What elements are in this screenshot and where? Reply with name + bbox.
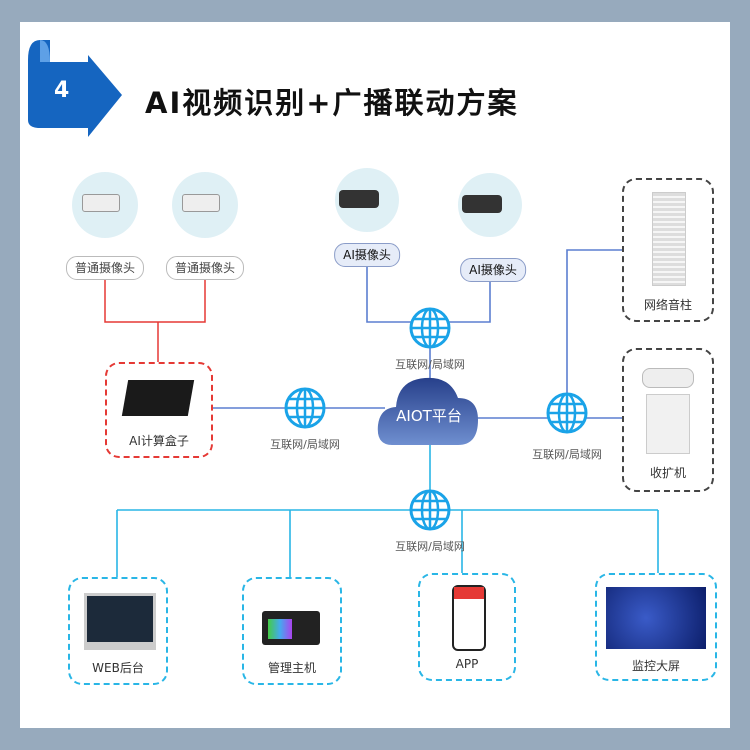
client-card-host[interactable]: 管理主机 bbox=[242, 577, 342, 685]
camera-icon bbox=[172, 172, 238, 238]
console-icon bbox=[262, 611, 320, 645]
network-label: 互联网/局域网 bbox=[395, 358, 465, 371]
client-label: 管理主机 bbox=[267, 661, 316, 675]
client-label: WEB后台 bbox=[92, 661, 144, 675]
step-number: 4 bbox=[54, 78, 70, 103]
phone-icon bbox=[452, 585, 486, 651]
client-card-app[interactable]: APP bbox=[418, 573, 516, 681]
speaker-column-card: 网络音柱 bbox=[622, 178, 714, 322]
network-globe-icon bbox=[409, 489, 451, 531]
network-globe-icon bbox=[546, 392, 588, 434]
ai-camera-label: AI摄像头 bbox=[334, 243, 400, 267]
client-card-web[interactable]: WEB后台 bbox=[68, 577, 168, 685]
network-label: 互联网/局域网 bbox=[532, 448, 602, 461]
client-card-screen[interactable]: 监控大屏 bbox=[595, 573, 717, 681]
client-label: 监控大屏 bbox=[631, 659, 680, 673]
amplifier-card: 收扩机 bbox=[622, 348, 714, 492]
network-label: 互联网/局域网 bbox=[395, 540, 465, 553]
ai-camera-icon bbox=[458, 173, 522, 237]
monitor-icon bbox=[84, 593, 156, 650]
amplifier-label: 收扩机 bbox=[649, 466, 686, 480]
network-globe-icon bbox=[284, 387, 326, 429]
amplifier-icon bbox=[646, 394, 690, 454]
network-label: 互联网/局域网 bbox=[270, 438, 340, 451]
horn-icon bbox=[642, 368, 694, 388]
client-label: APP bbox=[455, 657, 479, 671]
normal-camera-label: 普通摄像头 bbox=[65, 256, 145, 280]
speaker-column-label: 网络音柱 bbox=[643, 298, 692, 312]
speaker-column-icon bbox=[652, 192, 686, 286]
platform-label: AIOT平台 bbox=[396, 407, 462, 425]
normal-camera-label: 普通摄像头 bbox=[165, 256, 245, 280]
ai-camera-label: AI摄像头 bbox=[460, 258, 526, 282]
ai-box-icon bbox=[121, 380, 195, 416]
ai-box-label: AI计算盒子 bbox=[129, 434, 189, 448]
network-globe-icon bbox=[409, 307, 451, 349]
ai-camera-icon bbox=[335, 168, 399, 232]
cloud-icon bbox=[377, 377, 478, 445]
page-title: AI视频识别+广播联动方案 bbox=[145, 86, 519, 120]
step-badge-arrow bbox=[28, 40, 122, 137]
dashboard-screen-icon bbox=[606, 587, 706, 649]
camera-icon bbox=[72, 172, 138, 238]
ai-box-card: AI计算盒子 bbox=[105, 362, 213, 458]
